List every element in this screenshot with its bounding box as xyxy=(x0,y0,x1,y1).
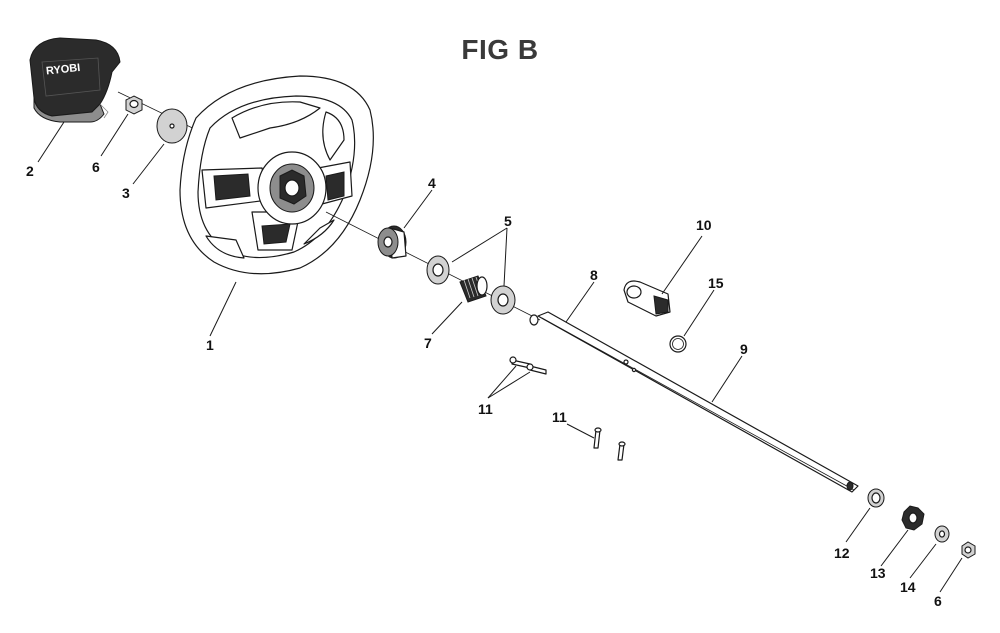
part-14-washer xyxy=(934,525,950,543)
part-11-bolts-lower xyxy=(593,427,626,461)
callout-12: 12 xyxy=(834,545,850,561)
part-5-washer-right xyxy=(490,285,516,315)
part-2-steering-cap: RYOBI xyxy=(29,37,121,123)
part-12-bushing xyxy=(867,488,885,508)
part-6-nut-upper xyxy=(125,95,143,115)
part-13-gear xyxy=(901,505,925,531)
part-3-washer xyxy=(156,108,188,144)
callout-6-lower: 6 xyxy=(934,593,942,609)
callout-5: 5 xyxy=(504,213,512,229)
callout-15: 15 xyxy=(708,275,724,291)
part-15-ring xyxy=(669,335,687,353)
part-11-pins-upper xyxy=(509,356,547,375)
callout-8: 8 xyxy=(590,267,598,283)
leader-lines xyxy=(37,113,963,593)
callout-1: 1 xyxy=(206,337,214,353)
callout-4: 4 xyxy=(428,175,436,191)
part-10-clamp xyxy=(623,280,671,317)
part-4-hub-adapter xyxy=(377,225,407,259)
part-8-9-steering-shaft xyxy=(529,311,859,493)
callout-11-upper: 11 xyxy=(478,401,493,417)
callout-11-lower: 11 xyxy=(552,409,567,425)
callout-2: 2 xyxy=(26,163,34,179)
callout-7: 7 xyxy=(424,335,432,351)
callout-3: 3 xyxy=(122,185,130,201)
figure-title: FIG B xyxy=(461,34,539,65)
callout-10: 10 xyxy=(696,217,712,233)
callout-13: 13 xyxy=(870,565,886,581)
callout-6-upper: 6 xyxy=(92,159,100,175)
part-5-washer-left xyxy=(426,255,450,285)
part-7-spring xyxy=(459,275,488,303)
part-1-steering-wheel xyxy=(179,75,374,275)
callout-14: 14 xyxy=(900,579,916,595)
ryobi-logo: RYOBI xyxy=(45,62,81,78)
part-6-nut-lower xyxy=(961,541,976,559)
callout-9: 9 xyxy=(740,341,748,357)
